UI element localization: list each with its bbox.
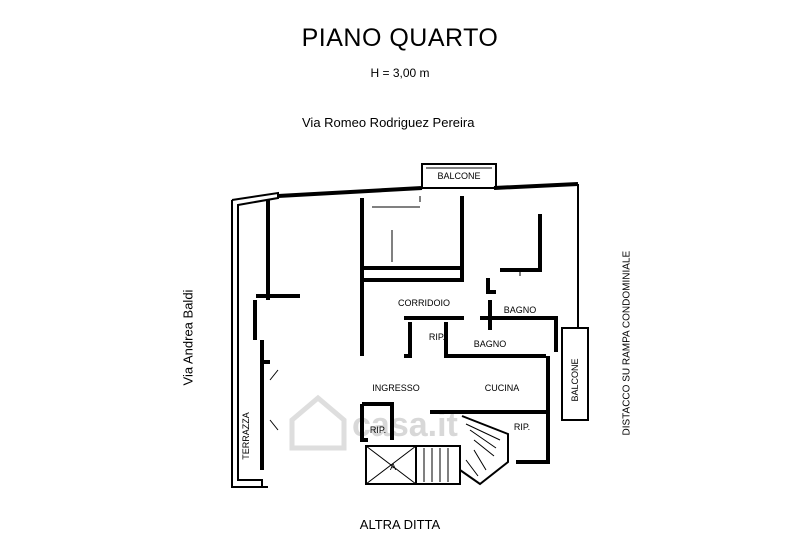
ceiling-height-note: H = 3,00 m bbox=[370, 66, 430, 80]
neighbor-label: ALTRA DITTA bbox=[359, 517, 441, 532]
lift-label: A bbox=[390, 462, 396, 472]
room-label-rip-1: RIP. bbox=[429, 332, 445, 342]
room-label-rip-2: RIP. bbox=[514, 422, 530, 432]
outer-walls bbox=[231, 182, 579, 488]
room-label-bagno-1: BAGNO bbox=[504, 305, 537, 315]
interior-walls bbox=[256, 196, 558, 464]
room-label-ingresso: INGRESSO bbox=[372, 383, 420, 393]
room-label-balcone-right: BALCONE bbox=[570, 358, 580, 401]
room-label-balcone-top: BALCONE bbox=[437, 171, 480, 181]
room-label-terrazza: TERRAZZA bbox=[241, 412, 251, 460]
balcony-right bbox=[561, 327, 589, 421]
street-label-top: Via Romeo Rodriguez Pereira bbox=[302, 115, 475, 130]
plan-title: PIANO QUARTO bbox=[301, 24, 499, 52]
stair-lift-core: A bbox=[365, 415, 509, 486]
room-label-rip-3: RIP. bbox=[370, 425, 386, 435]
room-label-bagno-2: BAGNO bbox=[474, 339, 507, 349]
balcony-top bbox=[421, 163, 497, 189]
room-label-cucina: CUCINA bbox=[485, 383, 520, 393]
room-labels: BALCONE CORRIDOIO BAGNO RIP. BAGNO INGRE… bbox=[241, 171, 580, 460]
room-label-corridoio: CORRIDOIO bbox=[398, 298, 450, 308]
